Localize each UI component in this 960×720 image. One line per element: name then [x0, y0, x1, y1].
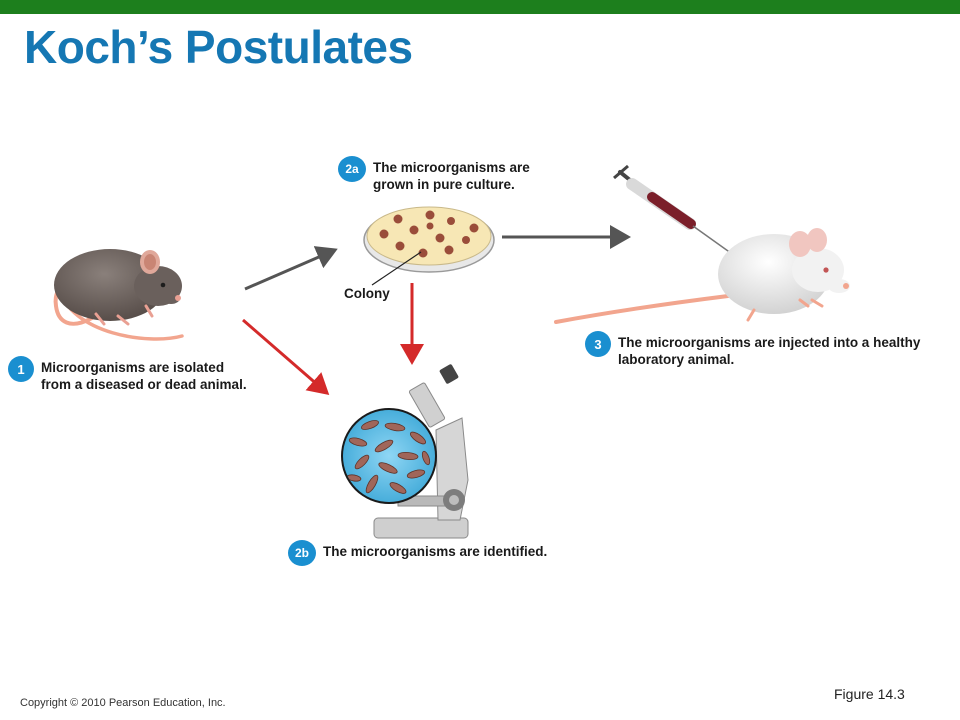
arrow-to-culture [244, 246, 338, 291]
step-1: 1 Microorganisms are isolated from a dis… [8, 356, 247, 393]
step-1-line1: Microorganisms are isolated [41, 360, 225, 375]
step-2a-badge: 2a [338, 156, 366, 182]
step-2b: 2b The microorganisms are identified. [288, 540, 547, 566]
petri-dish-icon [363, 206, 495, 286]
sick-mouse-icon [53, 249, 184, 341]
step-1-line2: from a diseased or dead animal. [41, 377, 247, 392]
page-title: Koch’s Postulates [24, 21, 413, 73]
step-2a-line2: grown in pure culture. [373, 177, 515, 192]
step-2a-line1: The microorganisms are [373, 160, 530, 175]
magnified-bacteria-icon [341, 408, 437, 504]
step-3-line2: laboratory animal. [618, 352, 735, 367]
step-2a-caption: The microorganisms are grown in pure cul… [373, 159, 530, 193]
microscope-icon [373, 364, 469, 539]
step-1-badge: 1 [8, 356, 34, 382]
arrow-to-identify [242, 318, 330, 395]
step-2b-line1: The microorganisms are identified. [323, 544, 548, 559]
colony-pointer [371, 251, 422, 286]
syringe-icon [613, 164, 736, 257]
figure-label: Figure 14.3 [834, 686, 905, 702]
step-2b-caption: The microorganisms are identified. [323, 543, 547, 560]
step-3: 3 The microorganisms are injected into a… [585, 331, 920, 368]
healthy-mouse-icon [554, 228, 850, 324]
step-2a: 2a The microorganisms are grown in pure … [338, 156, 530, 193]
step-2b-badge: 2b [288, 540, 316, 566]
step-3-line1: The microorganisms are injected into a h… [618, 335, 921, 350]
step-3-caption: The microorganisms are injected into a h… [618, 334, 920, 368]
copyright-notice: Copyright © 2010 Pearson Education, Inc. [20, 697, 226, 709]
step-1-caption: Microorganisms are isolated from a disea… [41, 359, 247, 393]
header-bar [0, 0, 960, 14]
colonies [379, 210, 479, 258]
colony-label: Colony [344, 286, 390, 301]
step-3-badge: 3 [585, 331, 611, 357]
